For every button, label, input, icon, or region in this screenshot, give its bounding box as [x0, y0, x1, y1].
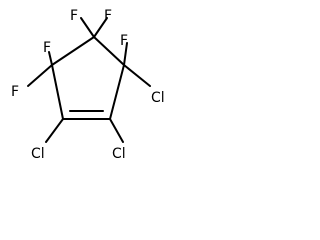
- atom-label-cl-right: Cl: [151, 90, 165, 106]
- bond-c2-c3: [51, 64, 64, 120]
- bond-c3-c4: [51, 36, 95, 66]
- bond-c4-f-right: [93, 17, 108, 38]
- bond-c4-c5: [93, 36, 125, 66]
- bond-c2-cl: [45, 118, 64, 143]
- bond-c5-c1: [109, 64, 125, 120]
- atom-label-f-right: F: [120, 33, 128, 49]
- molecule-structure-diagram: F F F F F Cl Cl Cl: [11, 8, 165, 162]
- atom-label-cl-bottom-left: Cl: [31, 146, 45, 162]
- bond-c3-f-top: [48, 51, 53, 66]
- bond-c3-f-left: [27, 64, 53, 87]
- atom-label-cl-bottom-right: Cl: [112, 146, 126, 162]
- atom-label-f-left-lower: F: [11, 84, 19, 100]
- bond-c4-f-left: [80, 17, 95, 38]
- bond-c5-cl: [123, 64, 151, 87]
- bond-c5-f: [123, 42, 128, 66]
- bond-c1-cl: [109, 118, 124, 143]
- atom-label-f-top-left: F: [70, 8, 78, 24]
- atom-label-f-top-right: F: [104, 8, 112, 24]
- atom-label-f-left-upper: F: [43, 40, 51, 56]
